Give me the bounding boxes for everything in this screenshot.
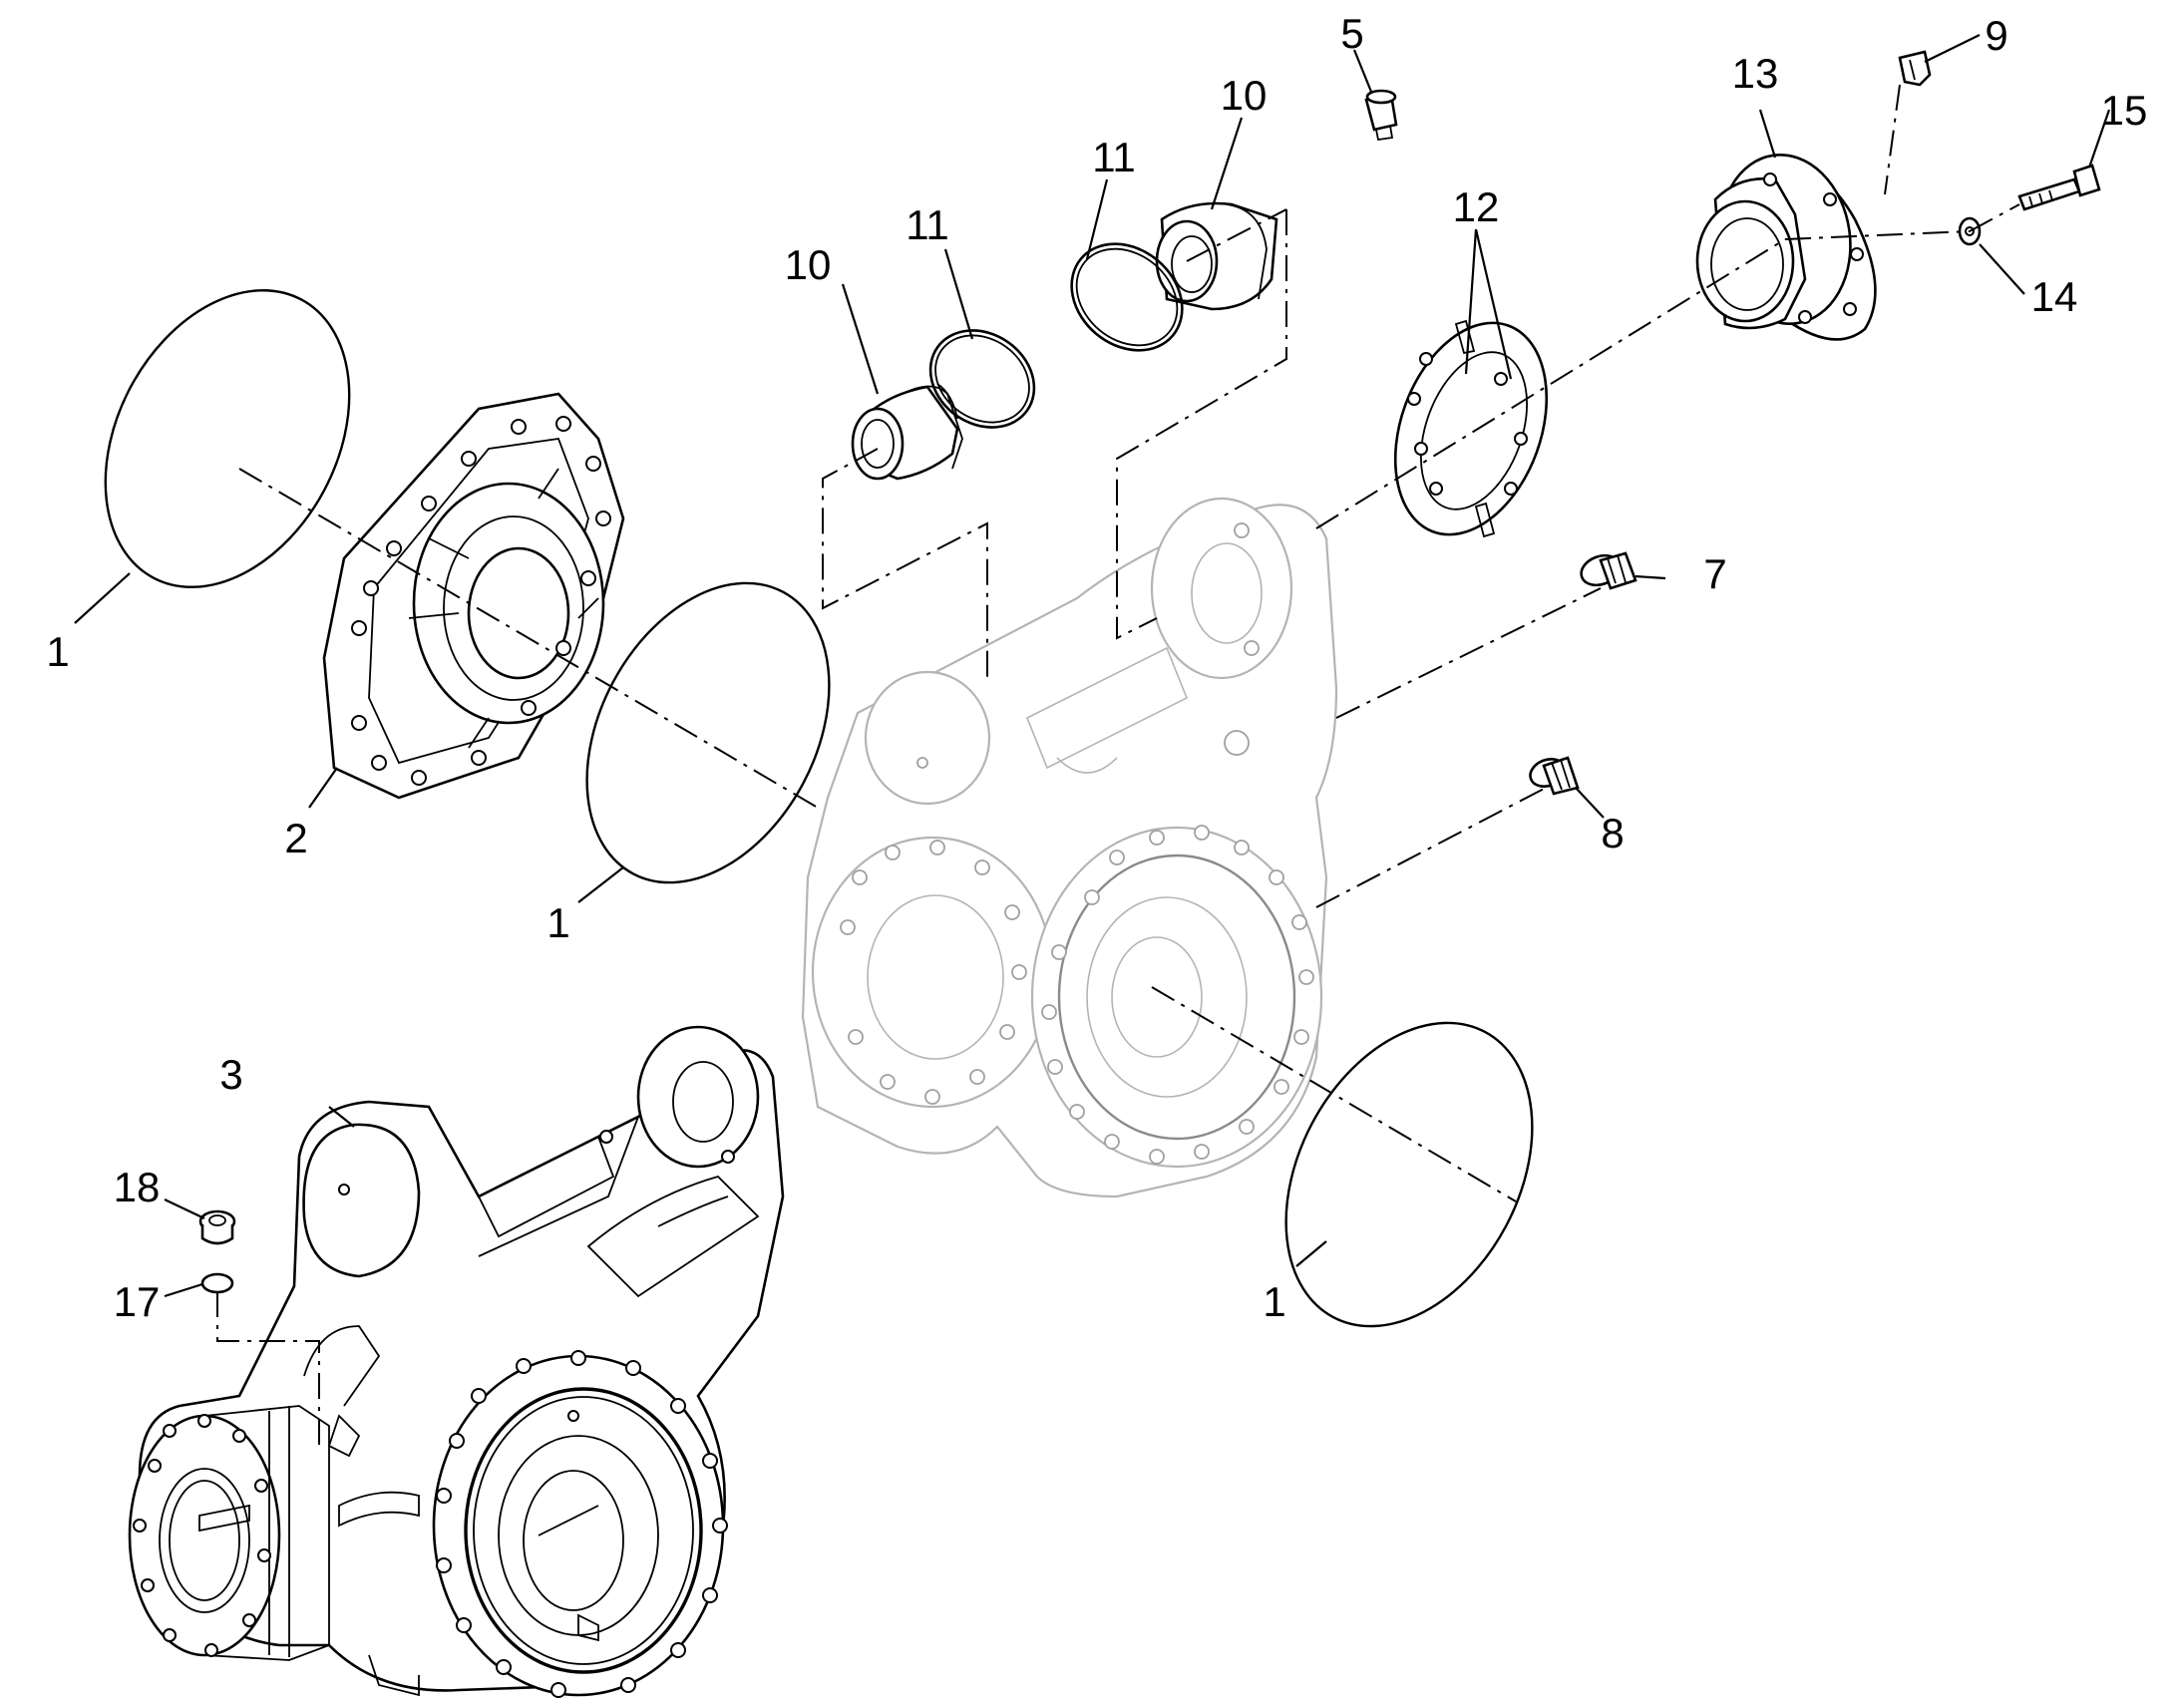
callout-7: 7	[1703, 550, 1726, 597]
callout-11-left: 11	[906, 201, 949, 248]
callout-14: 14	[2031, 273, 2078, 320]
callout-12: 12	[1453, 183, 1500, 230]
ring-part-11-right	[1070, 242, 1184, 352]
leader-lines	[74, 34, 2111, 1298]
plug-part-18	[198, 1209, 236, 1245]
bushing-part-10-left	[851, 383, 963, 481]
assembly-centerlines	[216, 84, 2020, 1446]
callout-17: 17	[114, 1278, 161, 1325]
grease-fitting-part-5	[1364, 89, 1398, 142]
axle-housing-part-3	[128, 1025, 785, 1698]
plug-part-7	[1580, 551, 1637, 590]
housing-right-flange-holes	[436, 1350, 728, 1698]
plug-part-8	[1529, 756, 1580, 796]
callout-11-right: 11	[1092, 134, 1136, 180]
callout-18: 18	[114, 1164, 161, 1210]
callout-1-middle: 1	[546, 899, 569, 946]
ghost-right-flange-holes	[1041, 825, 1314, 1165]
o-ring-part-17	[200, 1272, 234, 1294]
callout-8: 8	[1601, 810, 1624, 856]
callout-10-left: 10	[785, 241, 832, 288]
callout-2: 2	[284, 815, 307, 861]
ghost-axle-housing	[801, 497, 1338, 1198]
cover-bolt-holes	[351, 416, 611, 786]
callout-3: 3	[219, 1051, 242, 1098]
callout-9: 9	[1985, 12, 2007, 59]
o-ring-lower-right	[1284, 1021, 1534, 1328]
o-ring-middle	[585, 581, 831, 884]
bolt-part-15	[2017, 164, 2101, 211]
clip-part-9	[1898, 50, 1932, 87]
pivot-cap-part-13	[1695, 154, 1877, 341]
callout-10-right: 10	[1221, 72, 1268, 119]
o-ring-upper-left	[104, 289, 351, 588]
ring-part-11-left	[928, 329, 1036, 429]
bearing-cover-part-2	[322, 392, 625, 800]
housing-left-flange-holes	[133, 1414, 271, 1657]
callout-1-lower-right: 1	[1263, 1278, 1285, 1325]
callout-15: 15	[2101, 87, 2148, 134]
shim-part-12	[1393, 319, 1549, 538]
callout-5: 5	[1340, 10, 1363, 57]
callout-13: 13	[1732, 50, 1779, 97]
callout-1-upper-left: 1	[46, 628, 69, 675]
ghost-left-flange-holes	[840, 840, 1027, 1105]
callout-labels: 1 2 1 1 3 5 7 8 9 10 10 11 11 12 13 14 1…	[46, 10, 2147, 1325]
